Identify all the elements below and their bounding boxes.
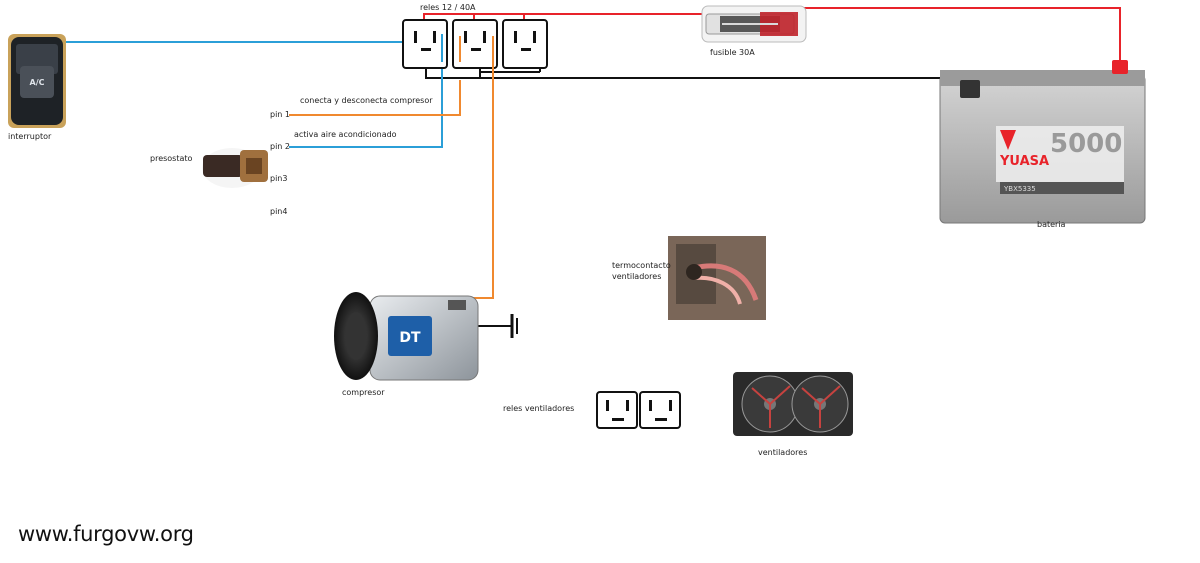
relays-label: reles 12 / 40A: [420, 3, 476, 12]
cooling-fans[interactable]: [733, 372, 853, 436]
battery[interactable]: YUASA 5000 YBX5335: [939, 60, 1146, 224]
orange-signal-wire: [289, 72, 494, 299]
pressure-switch-label: presostato: [150, 154, 193, 163]
fuse-30a[interactable]: [701, 5, 807, 43]
compressor[interactable]: DT: [334, 292, 479, 381]
fans-label: ventiladores: [758, 448, 808, 457]
thermo-contact-label-2: ventiladores: [612, 272, 662, 281]
thermo-contact-photo[interactable]: [668, 236, 766, 320]
fan-relay-1[interactable]: [596, 391, 638, 429]
relay-3[interactable]: [502, 19, 548, 69]
fan-relays-label: reles ventiladores: [503, 404, 575, 413]
pin-2-description: activa aire acondicionado: [294, 130, 397, 139]
switch-face-text: A/C: [30, 78, 45, 87]
pin-3-label: pin3: [270, 174, 288, 183]
thermo-contact-label-1: termocontacto: [612, 261, 671, 270]
blue-signal-wire: [66, 41, 443, 148]
battery-model-text: 5000: [1050, 129, 1122, 159]
fuse-label: fusible 30A: [710, 48, 755, 57]
compressor-label: compresor: [342, 388, 385, 397]
pin-1-label: pin 1: [270, 110, 291, 119]
fan-relay-2[interactable]: [639, 391, 681, 429]
website-watermark: www.furgovw.org: [18, 522, 194, 546]
relay-1[interactable]: [402, 19, 448, 69]
pressure-switch[interactable]: [202, 148, 268, 188]
relay-2[interactable]: [452, 19, 498, 69]
battery-brand: YUASA: [999, 154, 1049, 169]
compressor-ground: [478, 314, 518, 338]
pin-4-label: pin4: [270, 207, 288, 216]
pin-2-label: pin 2: [270, 142, 291, 151]
pin-1-description: conecta y desconecta compresor: [300, 96, 433, 105]
battery-label: bateria: [1037, 220, 1066, 229]
ac-switch[interactable]: A/C: [8, 34, 66, 128]
switch-label: interruptor: [8, 132, 52, 141]
battery-code: YBX5335: [1003, 185, 1036, 193]
compressor-logo-mark: DT: [399, 330, 421, 346]
